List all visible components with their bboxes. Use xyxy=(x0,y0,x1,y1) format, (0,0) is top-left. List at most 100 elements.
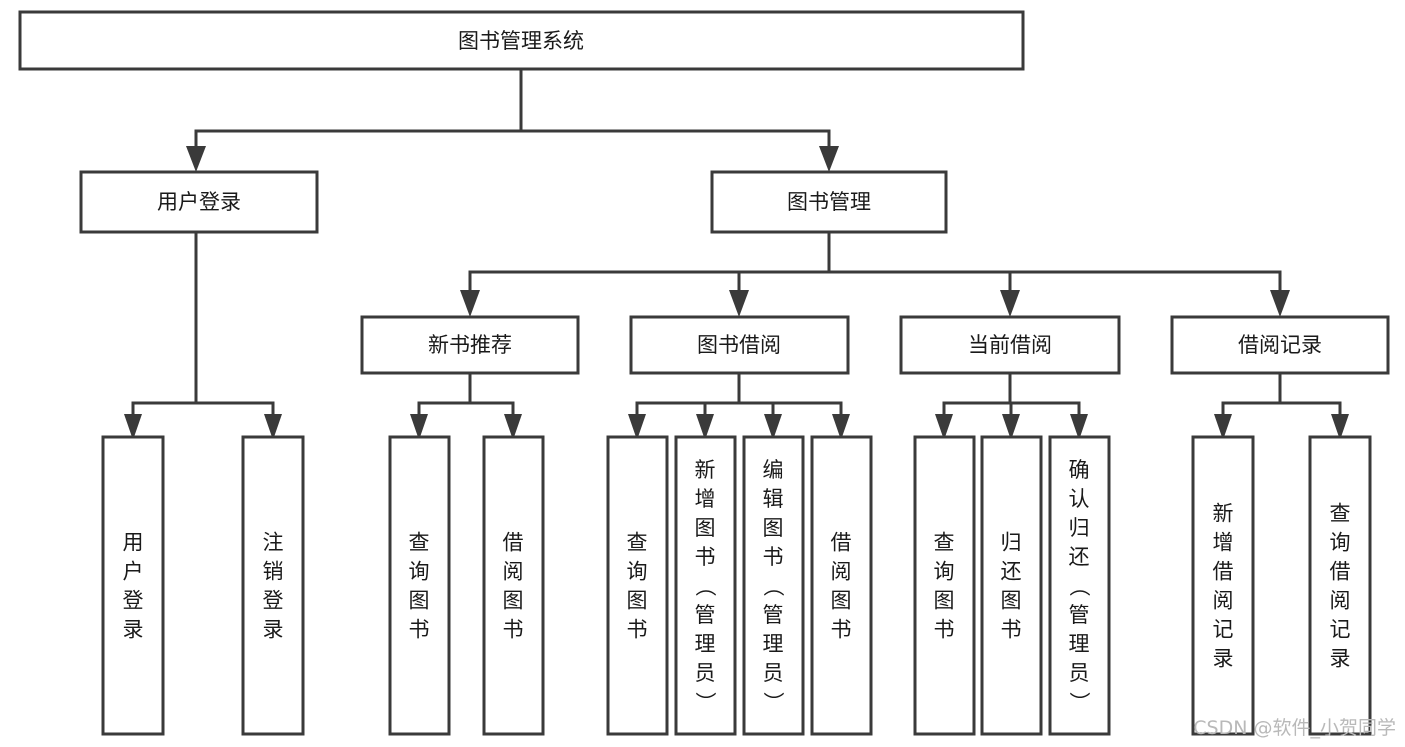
arrow-root-to-book-mgmt xyxy=(819,146,839,172)
svg-text:图: 图 xyxy=(627,589,648,613)
arrow-user-login-leaf-2 xyxy=(264,414,282,440)
leaf-borrow-edit-book-box[interactable] xyxy=(742,435,805,736)
arrow-book-mgmt-child-1 xyxy=(460,290,480,317)
arrow-record-leaf-1 xyxy=(1214,414,1232,440)
svg-text:询: 询 xyxy=(1330,531,1351,555)
svg-text:借: 借 xyxy=(503,531,524,555)
leaf-new-book-borrow-box[interactable] xyxy=(482,435,545,736)
node-book-management-label: 图书管理 xyxy=(787,190,871,214)
leaf-record-add-record-box[interactable] xyxy=(1191,435,1255,736)
leaf-new-book-query-box[interactable] xyxy=(388,435,451,736)
leaf-current-confirm-return-box[interactable] xyxy=(1048,435,1111,736)
arrow-newbook-leaf-1 xyxy=(410,414,428,440)
svg-text:图: 图 xyxy=(934,589,955,613)
svg-text:图: 图 xyxy=(1001,589,1022,613)
svg-text:归: 归 xyxy=(1001,531,1022,555)
leaf-user-login-logout-box[interactable] xyxy=(241,435,305,736)
node-user-login[interactable]: 用户登录 xyxy=(79,170,319,234)
node-root-box[interactable] xyxy=(18,10,1025,71)
node-borrow-record-box[interactable] xyxy=(1170,315,1390,375)
svg-text:（: （ xyxy=(693,576,717,597)
svg-text:（: （ xyxy=(1067,576,1091,597)
svg-text:查: 查 xyxy=(627,531,648,555)
svg-text:还: 还 xyxy=(1001,560,1022,584)
svg-text:（: （ xyxy=(761,576,785,597)
node-book-management-box[interactable] xyxy=(710,170,948,234)
arrow-current-leaf-2 xyxy=(1002,414,1020,440)
svg-text:图: 图 xyxy=(503,589,524,613)
leaf-borrow-query-book-box[interactable] xyxy=(606,435,669,736)
svg-text:书: 书 xyxy=(409,618,430,642)
svg-text:销: 销 xyxy=(263,560,284,584)
svg-text:记: 记 xyxy=(1330,618,1351,642)
node-current-borrow-label: 当前借阅 xyxy=(968,333,1052,357)
leaf-current-query-book-box[interactable] xyxy=(913,435,976,736)
arrow-current-leaf-3 xyxy=(1070,414,1088,440)
connector-layer xyxy=(124,67,1349,440)
leaf-user-login-login[interactable]: 用户登录 xyxy=(101,435,165,736)
node-book-management[interactable]: 图书管理 xyxy=(710,170,948,234)
node-user-login-label: 用户登录 xyxy=(157,190,241,214)
arrow-borrow-leaf-4 xyxy=(832,414,850,440)
node-new-book-recommend-box[interactable] xyxy=(360,315,580,375)
svg-text:询: 询 xyxy=(627,560,648,584)
node-new-book-recommend[interactable]: 新书推荐 xyxy=(360,315,580,375)
svg-text:书: 书 xyxy=(831,618,852,642)
svg-text:录: 录 xyxy=(1213,647,1234,671)
svg-text:记: 记 xyxy=(1213,618,1234,642)
node-user-login-box[interactable] xyxy=(79,170,319,234)
leaf-borrow-add-book-box[interactable] xyxy=(674,435,737,736)
arrow-borrow-leaf-2 xyxy=(696,414,714,440)
node-book-borrow-label: 图书借阅 xyxy=(697,333,781,357)
node-root[interactable]: 图书管理系统 xyxy=(18,10,1025,71)
leaf-current-return-book-box[interactable] xyxy=(980,435,1043,736)
svg-text:员: 员 xyxy=(763,661,784,685)
svg-text:新: 新 xyxy=(1213,502,1234,526)
arrow-borrow-leaf-3 xyxy=(764,414,782,440)
node-borrow-record[interactable]: 借阅记录 xyxy=(1170,315,1390,375)
svg-text:户: 户 xyxy=(123,560,144,584)
svg-text:阅: 阅 xyxy=(503,560,524,584)
leaf-record-query-record-box[interactable] xyxy=(1308,435,1372,736)
svg-text:）: ） xyxy=(1067,692,1091,713)
svg-text:书: 书 xyxy=(503,618,524,642)
svg-text:注: 注 xyxy=(263,531,284,555)
node-borrow-record-label: 借阅记录 xyxy=(1238,333,1322,357)
arrow-borrow-leaf-1 xyxy=(628,414,646,440)
node-book-borrow-box[interactable] xyxy=(629,315,850,375)
leaf-borrow-borrow-book-box[interactable] xyxy=(810,435,873,736)
node-current-borrow[interactable]: 当前借阅 xyxy=(899,315,1121,375)
svg-text:书: 书 xyxy=(1001,618,1022,642)
svg-text:理: 理 xyxy=(763,632,784,656)
leaf-user-login-login-box[interactable] xyxy=(101,435,165,736)
node-book-borrow[interactable]: 图书借阅 xyxy=(629,315,850,375)
arrow-root-to-user-login xyxy=(186,146,206,172)
svg-text:管: 管 xyxy=(695,603,716,627)
arrow-book-mgmt-child-2 xyxy=(729,290,749,317)
svg-text:新: 新 xyxy=(695,458,716,482)
svg-text:录: 录 xyxy=(123,618,144,642)
svg-text:阅: 阅 xyxy=(831,560,852,584)
svg-text:图: 图 xyxy=(831,589,852,613)
svg-text:员: 员 xyxy=(695,661,716,685)
svg-text:管: 管 xyxy=(763,603,784,627)
node-current-borrow-box[interactable] xyxy=(899,315,1121,375)
svg-text:查: 查 xyxy=(934,531,955,555)
